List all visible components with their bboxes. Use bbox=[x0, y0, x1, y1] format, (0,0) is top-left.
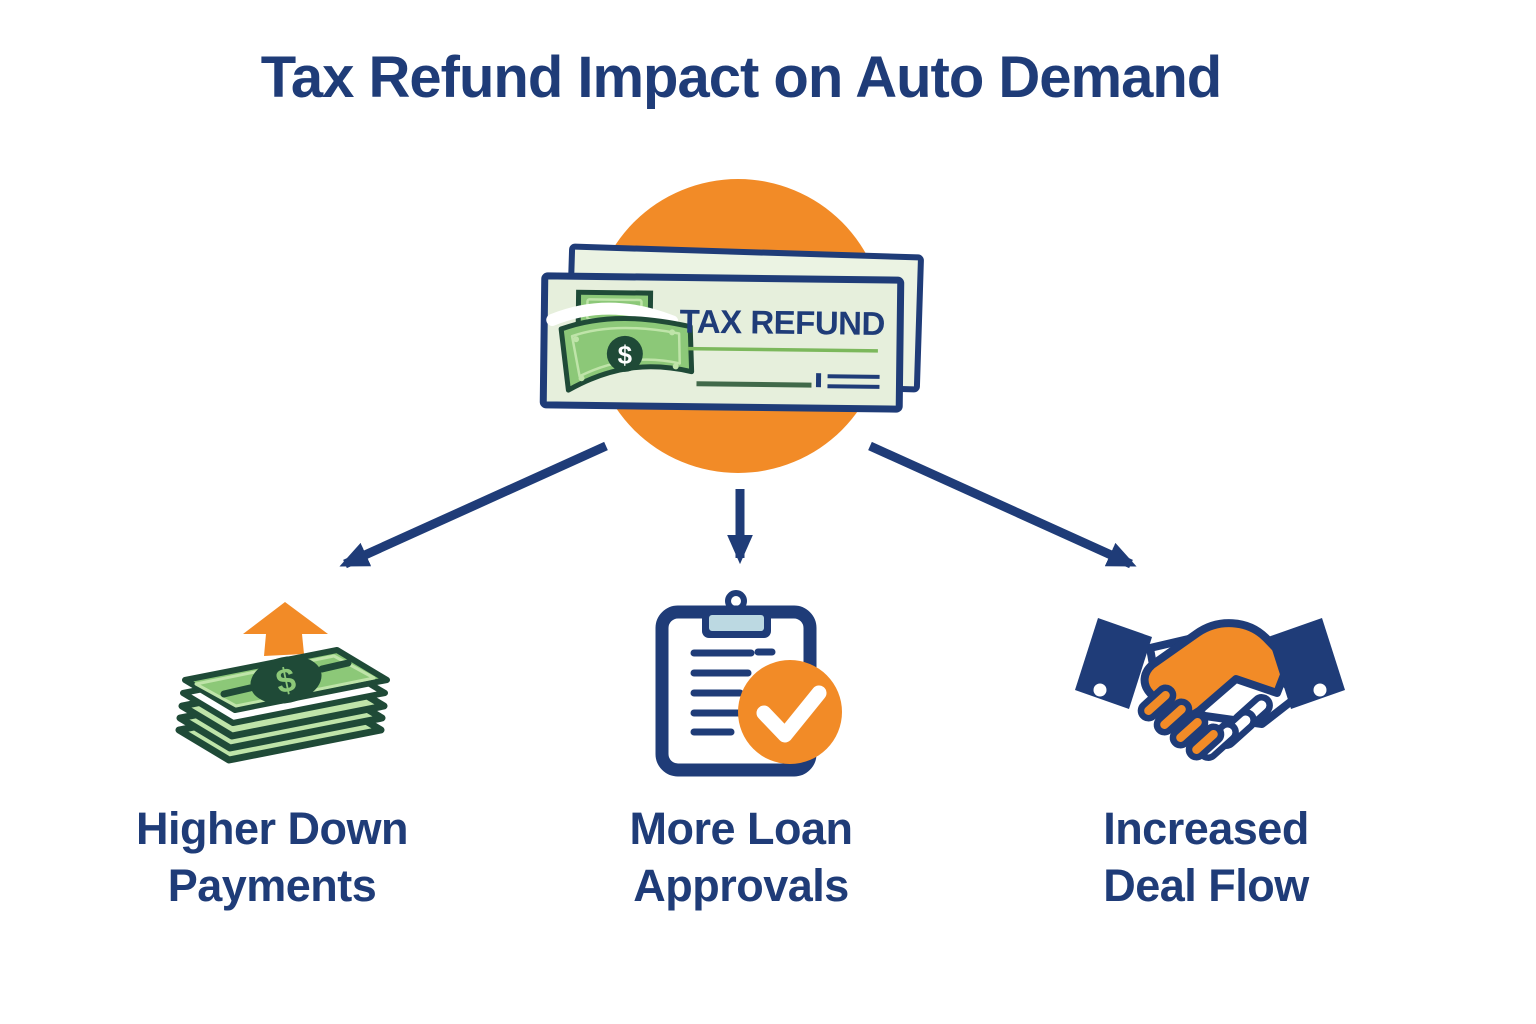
check-amount-line-1 bbox=[827, 374, 880, 379]
label-line: Payments bbox=[167, 860, 377, 912]
loan-approval-clipboard-icon bbox=[655, 590, 842, 777]
tax-refund-check-icon: $ TAX REFUND bbox=[539, 243, 924, 413]
handshake-orange-fingers bbox=[1137, 684, 1225, 761]
branch-label-increased-deal-flow: Increased Deal Flow bbox=[1046, 800, 1366, 914]
handshake-icon bbox=[1075, 618, 1345, 761]
arrow-left-icon bbox=[339, 441, 608, 569]
check-amount-line-2 bbox=[827, 384, 880, 389]
up-arrow-icon bbox=[243, 602, 328, 656]
label-line: Deal Flow bbox=[1103, 860, 1309, 912]
cash-stack-up-arrow-icon: $ bbox=[175, 602, 390, 764]
label-line: Higher Down bbox=[136, 803, 409, 854]
page-title: Tax Refund Impact on Auto Demand bbox=[260, 45, 1223, 110]
label-line: Increased bbox=[1103, 803, 1309, 854]
check-title: TAX REFUND bbox=[679, 302, 885, 342]
checkmark-icon bbox=[756, 685, 827, 743]
check-underline bbox=[687, 346, 878, 353]
label-line: More Loan bbox=[629, 803, 853, 854]
check-cash-bills-icon: $ bbox=[546, 289, 695, 393]
check-signature-line bbox=[696, 381, 812, 388]
handshake-left-cuff bbox=[1075, 618, 1152, 709]
branch-label-higher-down-payments: Higher Down Payments bbox=[112, 800, 432, 914]
branch-label-more-loan-approvals: More Loan Approvals bbox=[581, 800, 901, 914]
approval-badge bbox=[738, 660, 842, 764]
clipboard-text-lines bbox=[690, 648, 776, 736]
label-line: Approvals bbox=[633, 860, 849, 912]
handshake-right-cuff bbox=[1268, 618, 1345, 709]
check-bill-dollar: $ bbox=[617, 340, 632, 370]
arrow-right-icon bbox=[868, 441, 1137, 569]
